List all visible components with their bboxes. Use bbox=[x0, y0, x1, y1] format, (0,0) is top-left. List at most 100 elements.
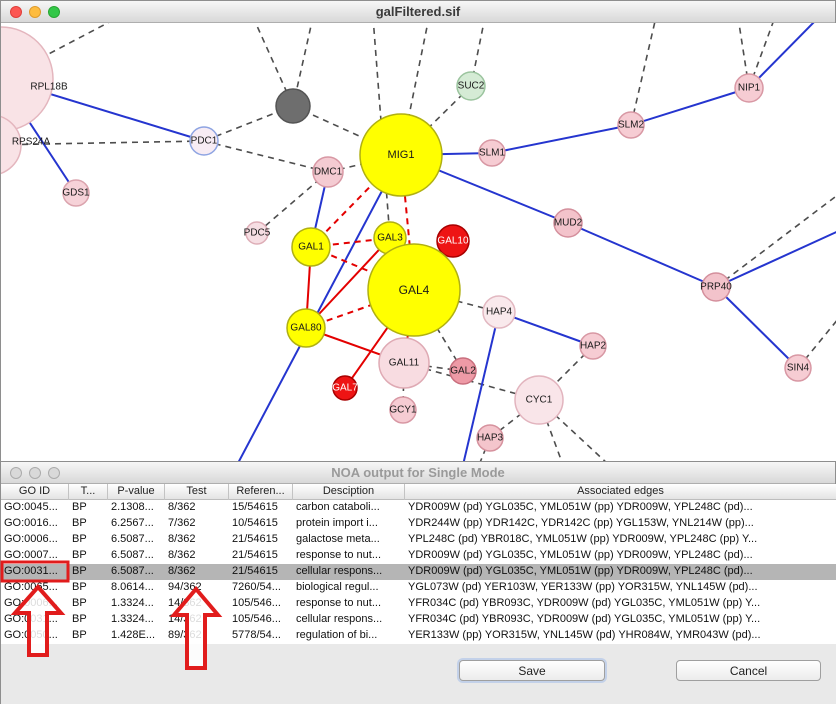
minimize-button[interactable] bbox=[29, 5, 41, 18]
node-label-GDS1: GDS1 bbox=[62, 188, 90, 199]
node-label-PRP40: PRP40 bbox=[700, 282, 732, 293]
close-button[interactable] bbox=[10, 466, 22, 479]
node-SIN4[interactable] bbox=[784, 354, 812, 382]
edge-GAL80-GAL4[interactable] bbox=[305, 289, 415, 329]
edge-PRP40-offscreen[interactable] bbox=[715, 191, 836, 288]
save-button[interactable]: Save bbox=[459, 660, 605, 681]
table-cell: 10/54615 bbox=[232, 517, 278, 529]
edge-PDC1-RPS24A[interactable] bbox=[1, 140, 205, 146]
zoom-button[interactable] bbox=[48, 5, 60, 18]
node-label-GAL10: GAL10 bbox=[437, 236, 469, 247]
edge-SLM2-offscreen[interactable] bbox=[630, 23, 656, 126]
node-PDC5[interactable] bbox=[245, 221, 269, 245]
edge-NIP1-offscreen[interactable] bbox=[748, 23, 819, 89]
column-header-6[interactable]: Desciption bbox=[293, 484, 405, 500]
cancel-button[interactable]: Cancel bbox=[676, 660, 821, 681]
table-cell: response to nut... bbox=[296, 549, 381, 561]
node-HAP4[interactable] bbox=[482, 295, 516, 329]
edge-offscreen-MIG1[interactable] bbox=[400, 23, 429, 156]
node-MUD2[interactable] bbox=[553, 208, 583, 238]
node-GAL2[interactable] bbox=[449, 357, 477, 385]
table-cell: cellular respons... bbox=[296, 565, 383, 577]
table-cell: 14/362 bbox=[168, 597, 202, 609]
table-cell: 6.5087... bbox=[111, 565, 154, 577]
node-DARK[interactable] bbox=[275, 88, 311, 124]
edge-HAP4-offscreen[interactable] bbox=[462, 311, 500, 461]
table-cell: YGL073W (pd) YER103W, YER133W (pp) YOR31… bbox=[408, 581, 758, 593]
table-cell: BP bbox=[72, 549, 87, 561]
node-GAL4[interactable] bbox=[367, 243, 461, 337]
column-header-3[interactable]: P-value bbox=[108, 484, 165, 500]
node-GDS1[interactable] bbox=[62, 179, 90, 207]
network-canvas[interactable]: RPL18BRPS24AGDS1PDC1DMC1MIG1SUC2SLM1SLM2… bbox=[1, 23, 836, 461]
table-cell: YFR034C (pd) YBR093C, YDR009W (pd) YGL03… bbox=[408, 613, 761, 625]
table-cell: 8/362 bbox=[168, 565, 196, 577]
table-cell: BP bbox=[72, 597, 87, 609]
node-PDC1[interactable] bbox=[189, 126, 219, 156]
table-cell: YFR034C (pd) YBR093C, YDR009W (pd) YGL03… bbox=[408, 597, 761, 609]
node-HAP3[interactable] bbox=[476, 424, 504, 452]
window-controls bbox=[10, 1, 60, 22]
column-header-4[interactable]: Test bbox=[165, 484, 229, 500]
node-GAL80[interactable] bbox=[286, 308, 326, 348]
edge-MUD2-PRP40[interactable] bbox=[567, 222, 717, 288]
node-GAL11[interactable] bbox=[378, 337, 430, 389]
close-button[interactable] bbox=[10, 5, 22, 18]
node-GAL10[interactable] bbox=[436, 224, 470, 258]
node-PRP40[interactable] bbox=[701, 272, 731, 302]
edge-PRP40-SIN4[interactable] bbox=[715, 286, 799, 369]
column-header-5[interactable]: Referen... bbox=[229, 484, 293, 500]
node-label-RPS24A: RPS24A bbox=[12, 137, 51, 148]
node-label-SLM1: SLM1 bbox=[479, 148, 506, 159]
edge-PDC1-DMC1[interactable] bbox=[203, 140, 329, 173]
node-GAL7[interactable] bbox=[332, 375, 358, 401]
node-GCY1[interactable] bbox=[389, 396, 417, 424]
edge-MIG1-offscreen[interactable] bbox=[237, 154, 402, 461]
zoom-button[interactable] bbox=[48, 466, 60, 479]
column-header-2[interactable]: T... bbox=[69, 484, 108, 500]
node-RPL18B[interactable] bbox=[1, 26, 54, 132]
table-cell: YDR009W (pd) YGL035C, YML051W (pp) YDR00… bbox=[408, 565, 753, 577]
edge-SLM2-NIP1[interactable] bbox=[630, 87, 750, 126]
edge-PRP40-offscreen[interactable] bbox=[715, 229, 836, 288]
node-DMC1[interactable] bbox=[312, 156, 344, 188]
node-label-MUD2: MUD2 bbox=[554, 218, 583, 229]
noa-titlebar[interactable]: NOA output for Single Mode bbox=[1, 462, 835, 484]
table-cell: carbon cataboli... bbox=[296, 501, 380, 513]
node-CYC1[interactable] bbox=[514, 375, 564, 425]
node-SLM2[interactable] bbox=[617, 111, 645, 139]
column-header-1[interactable]: GO ID bbox=[1, 484, 69, 500]
table-cell: 21/54615 bbox=[232, 533, 278, 545]
minimize-button[interactable] bbox=[29, 466, 41, 479]
table-cell: 89/362 bbox=[168, 629, 202, 641]
node-NIP1[interactable] bbox=[734, 73, 764, 103]
edge-GAL80-GAL3[interactable] bbox=[305, 237, 391, 329]
network-titlebar[interactable]: galFiltered.sif bbox=[1, 1, 835, 23]
column-header-7[interactable]: Associated edges bbox=[405, 484, 836, 500]
node-RPS24A[interactable] bbox=[1, 115, 22, 175]
table-cell: GO:0016... bbox=[4, 517, 58, 529]
node-SLM1[interactable] bbox=[478, 139, 506, 167]
table-cell: cellular respons... bbox=[296, 613, 383, 625]
node-SUC2[interactable] bbox=[456, 71, 486, 101]
table-cell: 1.428E... bbox=[111, 629, 156, 641]
edge-DARK-MIG1[interactable] bbox=[292, 105, 402, 156]
table-cell: BP bbox=[72, 533, 87, 545]
node-MIG1[interactable] bbox=[359, 113, 443, 197]
node-GAL1[interactable] bbox=[291, 227, 331, 267]
node-label-MIG1: MIG1 bbox=[388, 149, 415, 161]
table-cell: BP bbox=[72, 629, 87, 641]
node-HAP2[interactable] bbox=[579, 332, 607, 360]
node-label-CYC1: CYC1 bbox=[526, 395, 553, 406]
edge-offscreen-DARK[interactable] bbox=[292, 23, 313, 107]
edge-SLM1-SLM2[interactable] bbox=[491, 124, 632, 154]
